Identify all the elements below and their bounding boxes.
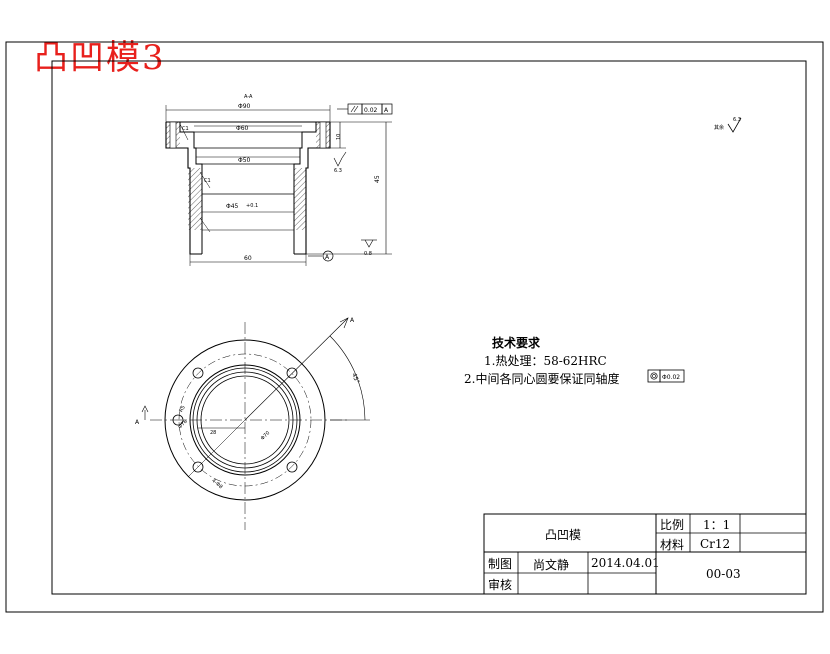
requirements-heading: 技术要求 bbox=[492, 336, 541, 350]
dim-top-outer: Φ90 bbox=[238, 103, 251, 110]
tb-drawn-name: 尚文静 bbox=[533, 558, 570, 572]
general-roughness: 其余 6.3 bbox=[714, 117, 742, 133]
dim-phi70: Φ70 bbox=[260, 430, 272, 442]
parallel-value: 0.02 bbox=[364, 107, 378, 114]
outer-border bbox=[5, 41, 824, 613]
roughness-rest-label: 其余 bbox=[714, 124, 724, 131]
dim-middle-bore: Φ50 bbox=[238, 157, 251, 164]
section-marker-left: A bbox=[135, 419, 140, 426]
datum-a: A bbox=[325, 254, 330, 261]
tb-drawn-label: 制图 bbox=[488, 557, 513, 571]
dim-flange-height: 10 bbox=[336, 134, 342, 140]
dim-inner-note: +0.1 bbox=[246, 203, 258, 209]
dim-lower-bore: Φ45 bbox=[226, 203, 239, 210]
tb-check-label: 审核 bbox=[488, 578, 513, 592]
title-block bbox=[483, 513, 807, 595]
dim-hole: 4-Φ8 bbox=[210, 478, 223, 490]
section-label: A-A bbox=[244, 94, 253, 100]
section-view: A-A Φ90 0.02 A bbox=[165, 94, 393, 266]
roughness-bottom: 0.8 bbox=[364, 251, 372, 257]
dim-angle: 45° bbox=[350, 372, 360, 384]
dim-radius: R5 bbox=[178, 405, 187, 414]
plan-view: 45° A A R5 Φ78 28 Φ70 4-Φ8 bbox=[135, 317, 370, 530]
tb-scale-value: 1：1 bbox=[703, 518, 731, 532]
tb-material-label: 材料 bbox=[660, 538, 685, 552]
coaxiality-frame: Φ0.02 bbox=[647, 369, 685, 383]
roughness-rest-value: 6.3 bbox=[733, 117, 741, 123]
dim-upper-bore: Φ60 bbox=[236, 125, 249, 132]
inner-frame bbox=[51, 60, 807, 595]
dim-pcd: Φ78 bbox=[177, 419, 189, 431]
section-marker-top: A bbox=[350, 317, 355, 324]
tb-date: 2014.04.01 bbox=[591, 556, 660, 570]
coaxial-value: Φ0.02 bbox=[662, 374, 680, 381]
requirement-item-1: 1.热处理：58-62HRC bbox=[484, 354, 607, 368]
parallel-datum: A bbox=[384, 107, 389, 114]
dim-bottom-width: 60 bbox=[244, 255, 252, 262]
tb-drawing-no: 00-03 bbox=[706, 567, 741, 581]
chamfer-1: C1 bbox=[182, 126, 189, 132]
dim-height: 45 bbox=[374, 175, 381, 183]
title-stamp: 凸凹模3 bbox=[34, 38, 166, 78]
requirement-item-2: 2.中间各同心圆要保证同轴度 bbox=[464, 372, 620, 386]
tb-material-value: Cr12 bbox=[700, 537, 731, 551]
chamfer-2: C1 bbox=[204, 178, 211, 184]
tb-part-name: 凸凹模 bbox=[545, 528, 582, 542]
dim-r28: 28 bbox=[210, 430, 216, 436]
roughness-flange: 6.3 bbox=[334, 168, 342, 174]
tb-scale-label: 比例 bbox=[660, 518, 685, 532]
